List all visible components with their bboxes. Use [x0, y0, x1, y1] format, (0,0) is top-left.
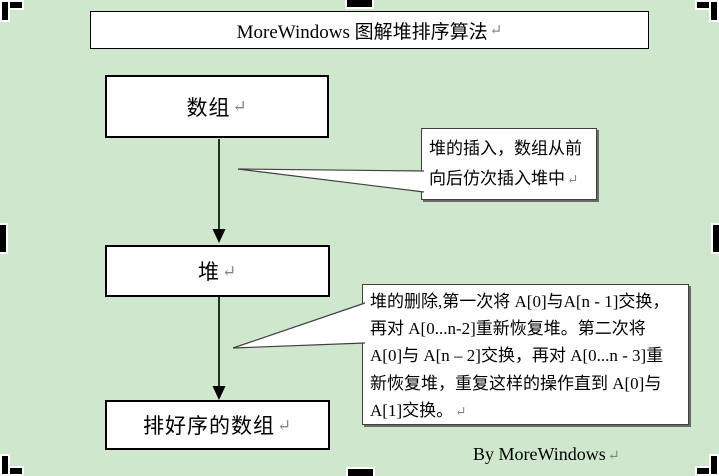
canvas-handle-left-middle[interactable]	[0, 225, 6, 252]
callout-heap-insert[interactable]: 堆的插入，数组从前 向后仿次插入堆中↵	[421, 128, 597, 200]
paragraph-mark-icon: ↵	[489, 21, 503, 39]
callout-heap-delete[interactable]: 堆的删除,第一次将 A[0]与A[n - 1]交换， 再对 A[0...n-2]…	[362, 284, 689, 425]
canvas-handle-top-right[interactable]	[695, 0, 719, 22]
canvas-handle-right-middle[interactable]	[713, 225, 719, 252]
flow-node-array[interactable]: 数组↵	[105, 75, 329, 138]
callout-line: A[0]与 A[n – 2]交换，再对 A[0...n - 3]重	[370, 346, 664, 366]
flow-arrow-heap-to-sorted[interactable]	[212, 297, 226, 400]
callout-pointer-delete	[232, 302, 366, 349]
callout-line: 向后仿次插入堆中	[429, 169, 565, 188]
flow-node-label: 排好序的数组	[142, 414, 275, 438]
arrowhead-icon	[212, 229, 226, 243]
flow-node-label: 数组	[186, 95, 231, 120]
callout-pointer-insert	[237, 168, 425, 193]
page-title: MoreWindows 图解堆排序算法	[236, 21, 488, 43]
paragraph-mark-icon: ↵	[607, 448, 620, 464]
flow-arrow-array-to-heap[interactable]	[212, 139, 226, 243]
callout-line: A[1]交换。	[370, 400, 454, 420]
callout-line: 堆的插入，数组从前	[429, 139, 582, 158]
flow-node-label: 堆	[197, 260, 220, 284]
callout-line: 堆的删除,第一次将 A[0]与A[n - 1]交换，	[370, 292, 670, 311]
callout-line: 再对 A[0...n-2]重新恢复堆。第二次将	[370, 319, 646, 339]
paragraph-mark-icon: ↵	[221, 261, 238, 281]
callout-line: 新恢复堆，重复这样的操作直到 A[0]与	[370, 373, 662, 393]
flow-node-sorted-array[interactable]: 排好序的数组↵	[105, 400, 330, 450]
arrowhead-icon	[212, 386, 226, 400]
flow-node-heap[interactable]: 堆↵	[105, 245, 330, 297]
paragraph-mark-icon: ↵	[455, 403, 467, 419]
canvas-handle-bottom-center[interactable]	[348, 469, 373, 476]
paragraph-mark-icon: ↵	[276, 415, 293, 435]
canvas-handle-top-left[interactable]	[0, 0, 24, 22]
canvas-handle-top-center[interactable]	[347, 0, 372, 7]
credit-text: By MoreWindows↵	[473, 444, 620, 464]
title-box[interactable]: MoreWindows 图解堆排序算法↵	[90, 11, 649, 49]
paragraph-mark-icon: ↵	[232, 97, 248, 116]
canvas-handle-bottom-right[interactable]	[695, 454, 719, 476]
paragraph-mark-icon: ↵	[567, 172, 579, 187]
canvas-handle-bottom-left[interactable]	[0, 454, 24, 476]
